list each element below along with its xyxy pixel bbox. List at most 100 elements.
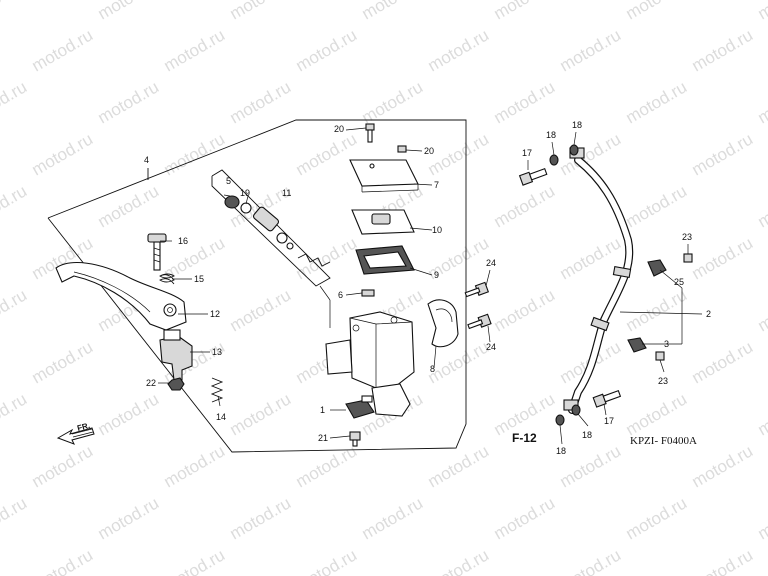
watermark-text: motod.ru: [0, 77, 30, 127]
watermark-text: motod.ru: [557, 233, 625, 283]
handlebar-holder: [427, 299, 459, 348]
watermark-text: motod.ru: [227, 389, 295, 439]
watermark-text: motod.ru: [755, 285, 768, 335]
watermark-text: motod.ru: [95, 493, 163, 543]
nut: [167, 377, 185, 391]
callout-6: 6: [338, 290, 343, 300]
watermark-text: motod.ru: [161, 441, 229, 491]
piston-kit-frame: [211, 169, 331, 328]
watermark-text: motod.ru: [623, 285, 691, 335]
watermark-text: motod.ru: [425, 545, 493, 576]
callout-1: 1: [320, 405, 325, 415]
watermark-text: motod.ru: [293, 25, 361, 75]
lever-spring: [159, 273, 175, 285]
watermark-text: motod.ru: [623, 0, 691, 23]
sealing-washers: [549, 144, 581, 426]
brake-switch: [345, 395, 375, 419]
watermark-text: motod.ru: [95, 389, 163, 439]
watermark-text: motod.ru: [29, 25, 97, 75]
holder-bolts: [464, 281, 492, 330]
watermark-text: motod.ru: [359, 493, 427, 543]
watermark-text: motod.ru: [755, 77, 768, 127]
diaphragm-plate: [351, 209, 415, 235]
callout-18-bottom-left: 18: [556, 446, 566, 456]
watermark-text: motod.ru: [557, 545, 625, 576]
watermark-text: motod.ru: [689, 441, 757, 491]
front-direction-arrow-icon: [56, 427, 95, 445]
reservoir-cap: [349, 159, 419, 193]
callout-2: 2: [706, 309, 711, 319]
master-cylinder-body: [325, 311, 415, 417]
watermark-text: motod.ru: [0, 0, 30, 23]
watermark-text: motod.ru: [689, 129, 757, 179]
callout-23-bottom: 23: [658, 376, 668, 386]
cap-screws: [365, 123, 407, 153]
callout-18-bottom-right: 18: [582, 430, 592, 440]
callout-13: 13: [212, 347, 222, 357]
watermark-text: motod.ru: [425, 25, 493, 75]
diagram-code: KPZI- F0400A: [630, 435, 697, 447]
callout-10: 10: [432, 225, 442, 235]
watermark-text: motod.ru: [755, 0, 768, 23]
watermark-text: motod.ru: [623, 181, 691, 231]
watermark-text: motod.ru: [161, 545, 229, 576]
callout-3: 3: [664, 339, 669, 349]
callout-24-bottom: 24: [486, 342, 496, 352]
watermark-text: motod.ru: [95, 77, 163, 127]
callout-24-top: 24: [486, 258, 496, 268]
hose-clamps: [627, 253, 693, 361]
watermark-text: motod.ru: [689, 25, 757, 75]
watermark-text: motod.ru: [0, 181, 30, 231]
watermark-text: motod.ru: [557, 441, 625, 491]
callout-23-top: 23: [682, 232, 692, 242]
callout-5: 5: [226, 176, 231, 186]
watermark-text: motod.ru: [95, 0, 163, 23]
watermark-text: motod.ru: [227, 493, 295, 543]
direction-label: FR.: [76, 421, 91, 433]
callout-21: 21: [318, 433, 328, 443]
diaphragm: [355, 245, 415, 275]
callout-16: 16: [178, 236, 188, 246]
callout-18-top-right: 18: [572, 120, 582, 130]
watermark-text: motod.ru: [623, 389, 691, 439]
callout-14: 14: [216, 412, 226, 422]
watermark-text: motod.ru: [29, 129, 97, 179]
watermark-text: motod.ru: [689, 545, 757, 576]
watermark-text: motod.ru: [623, 493, 691, 543]
watermark-text: motod.ru: [227, 285, 295, 335]
small-bolt: [361, 289, 375, 297]
watermark-text: motod.ru: [29, 441, 97, 491]
callout-22: 22: [146, 378, 156, 388]
watermark-text: motod.ru: [425, 441, 493, 491]
callout-18-top-left: 18: [546, 130, 556, 140]
watermark-text: motod.ru: [557, 25, 625, 75]
watermark-text: motod.ru: [755, 181, 768, 231]
callout-17-top: 17: [522, 148, 532, 158]
watermark-text: motod.ru: [689, 233, 757, 283]
watermark-text: motod.ru: [95, 181, 163, 231]
callout-19: 19: [240, 188, 250, 198]
leader-lines: [158, 127, 703, 445]
watermark-text: motod.ru: [491, 77, 559, 127]
pivot-bolt: [147, 233, 167, 271]
watermark-text: motod.ru: [0, 493, 30, 543]
callout-20-top: 20: [334, 124, 344, 134]
callout-9: 9: [434, 270, 439, 280]
callout-12: 12: [210, 309, 220, 319]
watermark-text: motod.ru: [359, 0, 427, 23]
callout-11: 11: [282, 188, 291, 198]
watermark-text: motod.ru: [29, 337, 97, 387]
callout-15: 15: [194, 274, 204, 284]
watermark-text: motod.ru: [755, 493, 768, 543]
brake-lever: [55, 262, 187, 331]
watermark-text: motod.ru: [29, 545, 97, 576]
watermark-text: motod.ru: [755, 389, 768, 439]
switch-bracket: [159, 329, 193, 381]
banjo-bolts: [518, 167, 622, 408]
watermark-text: motod.ru: [161, 25, 229, 75]
watermark-text: motod.ru: [491, 181, 559, 231]
callout-25: 25: [674, 277, 684, 287]
watermark-text: motod.ru: [0, 389, 30, 439]
